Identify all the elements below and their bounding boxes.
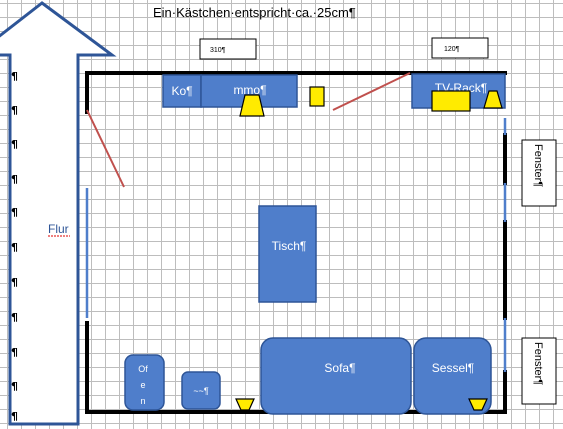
lamp-trapezoid — [239, 94, 265, 117]
lamp-trapezoid — [235, 398, 255, 411]
openings — [85, 118, 507, 372]
pilcrow-mark: ¶ — [11, 173, 18, 186]
dimension-label-left: 310¶ — [210, 47, 226, 54]
sofa-label: Sofa¶ — [324, 361, 355, 375]
pilcrow-mark: ¶ — [11, 410, 18, 423]
pilcrow-mark: ¶ — [11, 70, 18, 83]
pilcrow-mark: ¶ — [11, 346, 18, 359]
small-cabinet — [181, 371, 221, 410]
pilcrow-column: ¶ ¶ ¶ ¶ ¶ ¶ ¶ ¶ ¶ ¶ ¶ — [11, 70, 18, 423]
pilcrow-mark: ¶ — [11, 311, 18, 324]
armchair — [413, 337, 492, 415]
stove-label-1: Of — [138, 364, 148, 374]
window-label-lower: Fenster¶ — [532, 342, 544, 385]
pilcrow-mark: ¶ — [11, 206, 18, 219]
dimension-label-right: 120¶ — [444, 46, 460, 53]
stove — [124, 354, 165, 411]
dimension-box-left — [199, 38, 257, 60]
pilcrow-mark: ¶ — [11, 104, 18, 117]
armchair-label: Sessel¶ — [432, 361, 474, 375]
lamp-trapezoid — [468, 398, 488, 411]
lamp-trapezoid — [483, 90, 503, 109]
hallway-arrow — [0, 1, 117, 426]
dresser-left-label: Ko¶ — [171, 84, 192, 98]
sofa — [260, 337, 412, 415]
small-cabinet-label: ~~¶ — [193, 386, 209, 396]
pilcrow-mark: ¶ — [11, 276, 18, 289]
dresser-right-label: mmo¶ — [233, 83, 266, 97]
stove-label-3: n — [140, 396, 145, 406]
tv-screen — [431, 90, 471, 112]
door-swing-top — [332, 72, 411, 111]
pilcrow-mark: ¶ — [11, 241, 18, 254]
hallway-label: Flur — [48, 222, 69, 236]
window-box-upper — [521, 139, 557, 207]
scale-note: Ein·Kästchen·entspricht·ca.·25cm¶ — [153, 5, 356, 20]
table-label: Tisch¶ — [272, 239, 307, 253]
pilcrow-mark: ¶ — [11, 380, 18, 393]
door-swing-left — [86, 109, 125, 188]
window-box-lower — [521, 337, 557, 405]
dimension-box-right — [431, 37, 489, 59]
dresser-left — [162, 74, 202, 108]
window-label-upper: Fenster¶ — [532, 144, 544, 187]
pilcrow-mark: ¶ — [11, 138, 18, 151]
speaker-small — [309, 86, 325, 107]
stove-label-2: e — [140, 380, 145, 390]
table — [258, 205, 317, 303]
